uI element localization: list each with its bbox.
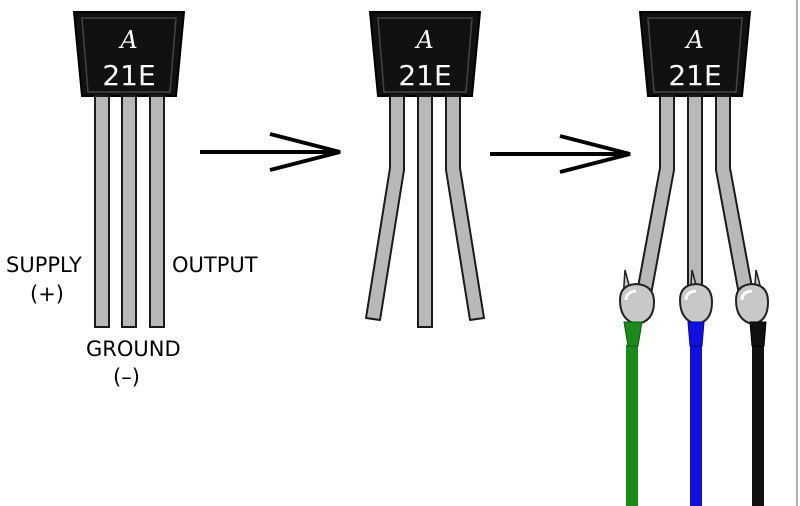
solder-joint-ground [678, 282, 714, 347]
right-arrow-icon [490, 134, 631, 174]
lead-output [149, 95, 165, 328]
right-arrow-icon [200, 132, 341, 172]
lead-ground [687, 95, 703, 297]
lead-supply [635, 95, 675, 301]
lead-output [715, 95, 755, 301]
lead-output [445, 95, 485, 321]
supply-label: SUPPLY [6, 253, 82, 277]
sensor-part-number: 21E [398, 59, 451, 92]
sensor-logo: A [684, 26, 703, 54]
lead-ground [121, 95, 137, 328]
wire-output-black [752, 345, 764, 506]
sensor-step-3: A 21E [618, 11, 770, 506]
output-label: OUTPUT [172, 253, 258, 277]
sensor-package: A 21E [368, 11, 482, 97]
sensor-step-2: A 21E [365, 11, 485, 328]
lead-supply [94, 95, 110, 328]
sensor-logo: A [118, 26, 137, 54]
sensor-package: A 21E [72, 11, 186, 97]
solder-joint-supply [618, 282, 656, 347]
supply-symbol: (+) [30, 282, 64, 306]
sensor-logo: A [414, 26, 433, 54]
ground-label: GROUND [86, 337, 181, 361]
lead-ground [417, 95, 433, 328]
sensor-part-number: 21E [668, 59, 721, 92]
ground-symbol: (–) [113, 365, 140, 389]
solder-joint-output [734, 282, 770, 347]
sensor-part-number: 21E [102, 59, 155, 92]
sensor-package: A 21E [638, 11, 752, 97]
sensor-step-1: A 21E SUPPLY (+) OUTPUT GROUND (–) [6, 11, 258, 389]
wire-supply-green [626, 345, 638, 506]
wire-ground-blue [690, 345, 702, 506]
lead-supply [365, 95, 405, 321]
